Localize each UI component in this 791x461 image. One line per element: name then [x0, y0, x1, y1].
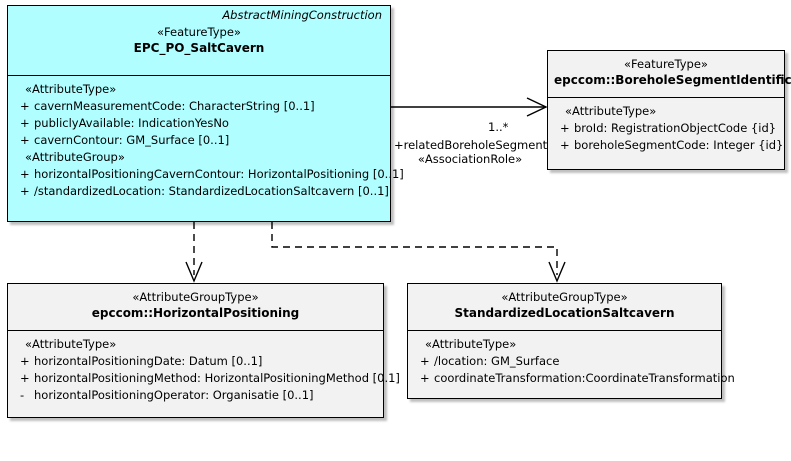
class-name: EPC_PO_SaltCavern	[133, 41, 265, 55]
attribute-row: - horizontalPositioningOperator: Organis…	[12, 387, 379, 404]
attribute-visibility: +	[20, 354, 30, 368]
attribute-visibility: +	[420, 354, 430, 368]
attribute-row: + horizontalPositioningCavernContour: Ho…	[12, 166, 404, 183]
dependency-arrowhead-horizontal-positioning	[185, 261, 203, 283]
attribute-row: + /location: GM_Surface	[412, 353, 717, 370]
attribute-text: horizontalPositioningDate: Datum [0..1]	[34, 354, 263, 368]
attribute-text: /location: GM_Surface	[434, 354, 560, 368]
class-name: epccom::HorizontalPositioning	[91, 306, 300, 320]
class-stereotype: «FeatureType»	[624, 57, 708, 71]
class-body-horizontal-positioning: «AttributeType» + horizontalPositioningD…	[8, 331, 400, 408]
attribute-group-stereotype: «AttributeType»	[25, 82, 117, 96]
dependency-line-standardized-location	[271, 222, 558, 275]
attribute-row: + cavernMeasurementCode: CharacterString…	[12, 98, 386, 115]
attribute-row: + publiclyAvailable: IndicationYesNo	[12, 115, 386, 132]
attribute-visibility: +	[20, 371, 30, 385]
attribute-row: + boreholeSegmentCode: Integer {id}	[552, 137, 784, 154]
attribute-group-stereotype: «AttributeType»	[565, 104, 657, 118]
class-body-epc-po-saltcavern: «AttributeType» + cavernMeasurementCode:…	[8, 76, 404, 204]
attribute-visibility: +	[420, 371, 430, 385]
attribute-text: horizontalPositioningCavernContour: Hori…	[34, 167, 404, 181]
attribute-row: + horizontalPositioningMethod: Horizonta…	[12, 370, 400, 387]
attribute-row: + cavernContour: GM_Surface [0..1]	[12, 132, 386, 149]
attribute-visibility: +	[560, 121, 570, 135]
class-stereotype: «AttributeGroupType»	[501, 290, 628, 304]
attribute-visibility: +	[560, 138, 570, 152]
attribute-visibility: -	[20, 388, 25, 402]
class-box-horizontal-positioning[interactable]: «AttributeGroupType» epccom::HorizontalP…	[7, 283, 400, 418]
attribute-text: broId: RegistrationObjectCode {id}	[574, 121, 777, 135]
class-header-epc-po-saltcavern: AbstractMiningConstruction «FeatureType»…	[8, 6, 390, 76]
attribute-text: horizontalPositioningOperator: Organisat…	[34, 388, 314, 402]
class-box-standardized-location-saltcavern[interactable]: «AttributeGroupType» StandardizedLocatio…	[407, 283, 735, 399]
attribute-row: + /standardizedLocation: StandardizedLoc…	[12, 183, 389, 200]
class-header-standardized-location-saltcavern: «AttributeGroupType» StandardizedLocatio…	[408, 284, 721, 331]
attribute-visibility: +	[20, 116, 30, 130]
class-name: epccom::BoreholeSegmentIdentification	[554, 73, 791, 87]
attribute-row: + coordinateTransformation:CoordinateTra…	[412, 370, 735, 387]
class-body-borehole-segment-identification: «AttributeType» + broId: RegistrationObj…	[548, 98, 784, 158]
association-role-label: +relatedBoreholeSegment	[394, 138, 548, 152]
class-box-borehole-segment-identification[interactable]: «FeatureType» epccom::BoreholeSegmentIde…	[547, 50, 791, 170]
dependency-arrowhead-standardized-location	[548, 261, 566, 283]
class-box-epc-po-saltcavern[interactable]: AbstractMiningConstruction «FeatureType»…	[7, 5, 404, 222]
association-role-stereotype: «AssociationRole»	[417, 152, 523, 166]
attribute-text: /standardizedLocation: StandardizedLocat…	[34, 184, 389, 198]
attribute-row: + broId: RegistrationObjectCode {id}	[552, 120, 780, 137]
attribute-visibility: +	[20, 99, 30, 113]
class-name: StandardizedLocationSaltcavern	[454, 306, 675, 320]
attribute-group-stereotype: «AttributeType»	[425, 337, 517, 351]
attribute-text: publiclyAvailable: IndicationYesNo	[34, 116, 229, 130]
attribute-text: boreholeSegmentCode: Integer {id}	[574, 138, 784, 152]
class-body-standardized-location-saltcavern: «AttributeType» + /location: GM_Surface …	[408, 331, 735, 391]
attribute-visibility: +	[20, 167, 30, 181]
class-header-borehole-segment-identification: «FeatureType» epccom::BoreholeSegmentIde…	[548, 51, 791, 98]
class-stereotype: «AttributeGroupType»	[132, 290, 259, 304]
association-multiplicity: 1..*	[488, 120, 509, 134]
attribute-row: + horizontalPositioningDate: Datum [0..1…	[12, 353, 379, 370]
attribute-text: horizontalPositioningMethod: HorizontalP…	[34, 371, 400, 385]
attribute-visibility: +	[20, 133, 30, 147]
class-stereotype: «FeatureType»	[157, 25, 241, 39]
attribute-text: cavernMeasurementCode: CharacterString […	[34, 99, 315, 113]
attribute-group-stereotype: «AttributeGroup»	[25, 150, 125, 164]
attribute-text: cavernContour: GM_Surface [0..1]	[34, 133, 230, 147]
package-label: AbstractMiningConstruction	[222, 8, 382, 22]
attribute-visibility: +	[20, 184, 30, 198]
class-header-horizontal-positioning: «AttributeGroupType» epccom::HorizontalP…	[8, 284, 383, 331]
association-arrowhead	[526, 97, 548, 117]
attribute-text: coordinateTransformation:CoordinateTrans…	[434, 371, 735, 385]
attribute-group-stereotype: «AttributeType»	[25, 337, 117, 351]
